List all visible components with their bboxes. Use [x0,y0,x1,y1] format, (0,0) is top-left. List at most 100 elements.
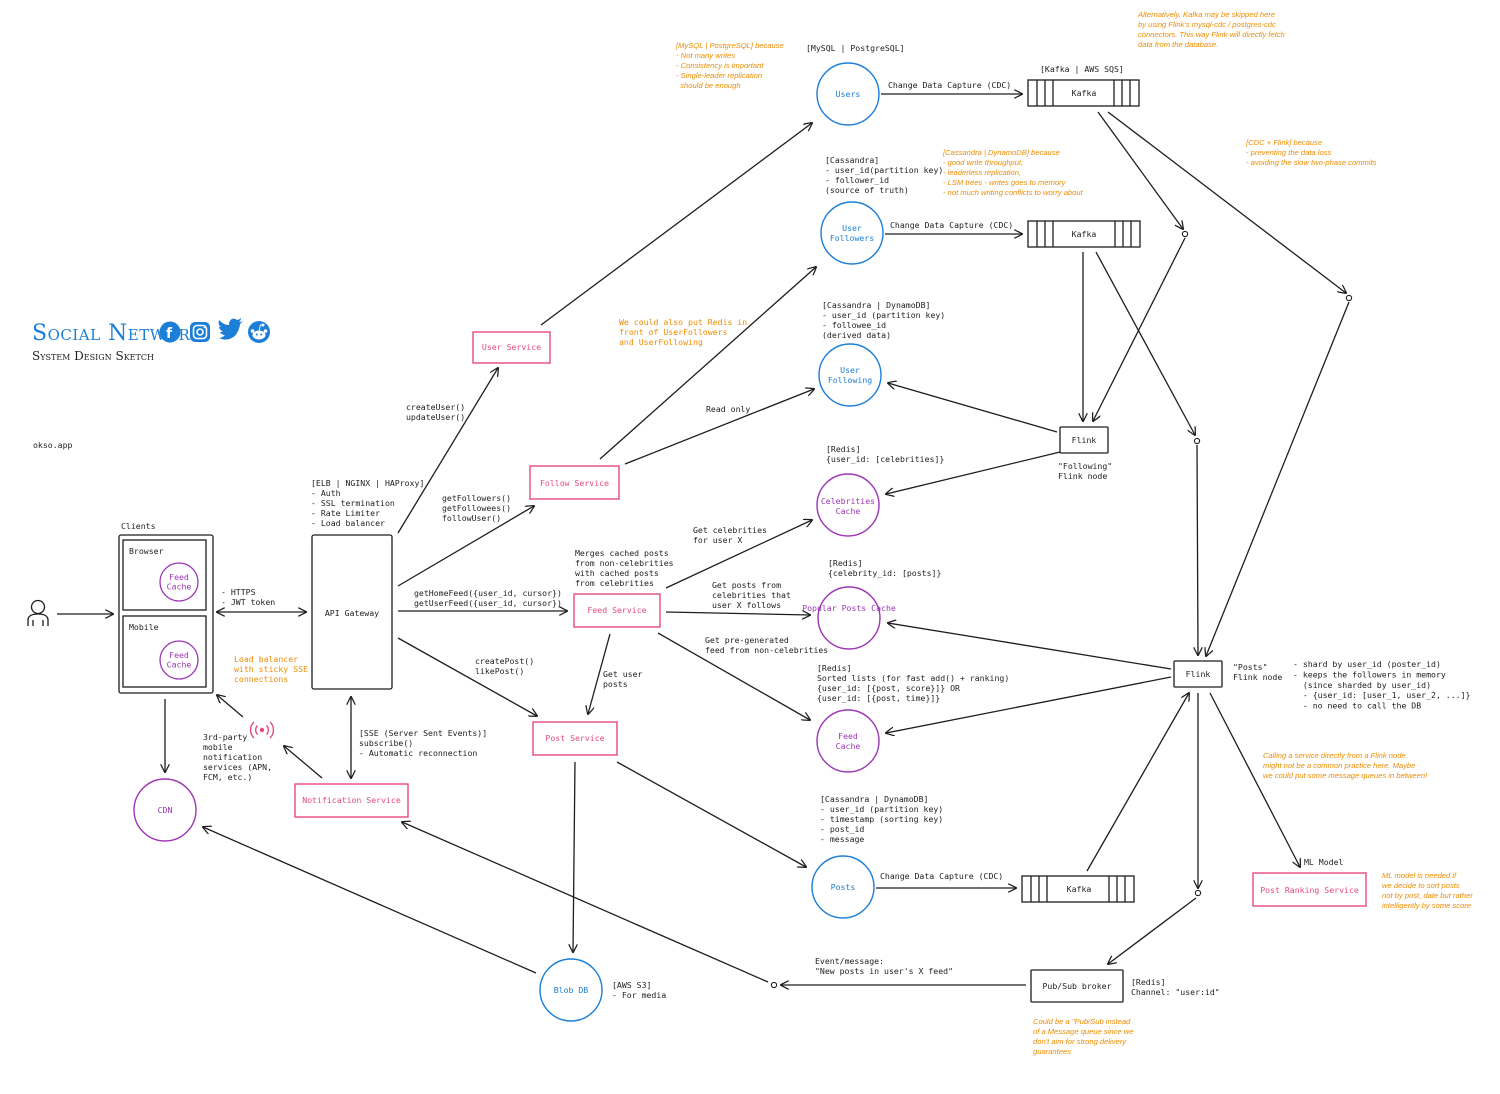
posts-db-node[interactable] [811,855,875,919]
ml-model-label: ML Model [1304,857,1344,867]
following-config: [Cassandra | DynamoDB]- user_id (partiti… [822,300,945,340]
text-line: updateUser() [406,412,465,422]
posts-flink-label: Flink [1186,669,1211,679]
connector-edges [57,94,1350,985]
text-line: likePost() [475,666,524,676]
follow-service-box[interactable] [529,465,620,500]
text-line: - For media [612,990,666,1000]
user-followers-db-node[interactable] [820,201,884,265]
feed-service-box[interactable] [573,593,661,628]
posts-flink-node-label: "Posts"Flink node [1233,662,1282,682]
text-line: - Rate Limiter [311,508,380,518]
text-line: Sorted lists (for fast add() + ranking) [817,673,1009,683]
pubsub-broker-label: Pub/Sub broker [1042,981,1111,991]
post-service-box[interactable] [532,721,618,756]
text-line: with cached posts [575,568,659,578]
create-update-user-label: createUser()updateUser() [406,402,465,422]
text-line: getHomeFeed({user_id, cursor}) [414,588,562,598]
celebrities-config: [Redis]{user_id: [celebrities]} [826,444,944,464]
text-line: - user_id(partition key) [825,165,943,175]
pubsub-broker-box[interactable] [1030,969,1124,1003]
kafka-queue-posts[interactable] [1021,875,1135,903]
post-ranking-service-box[interactable] [1252,872,1367,907]
text-line: Feed [169,572,189,582]
kafka-config: [Kafka | AWS SQS] [1040,64,1124,74]
text-line: - Single-leader replication [676,71,762,80]
junction-dot [770,981,778,989]
kafka-queue-followers[interactable] [1027,220,1141,248]
browser-box [122,539,207,611]
blob-db-config: [AWS S3]- For media [612,980,666,1000]
text-line: "New posts in user's X feed" [815,966,953,976]
direct-call-note: Calling a service directly from a Flink … [1263,751,1428,780]
followers-note: [Cassandra | DynamoDB] because- good wri… [942,148,1084,197]
popular-config: [Redis]{celebrity_id: [posts]} [828,558,941,578]
text-line: - Not many writes [676,51,735,60]
text-line: - JWT token [221,597,275,607]
notification-service-box[interactable] [294,783,409,818]
text-line: - no need to call the DB [1293,701,1421,711]
text-line: Calling a service directly from a Flink … [1263,751,1406,760]
celebrities-cache-node[interactable] [816,473,880,537]
user-service-box[interactable] [472,331,551,364]
instagram-icon [190,322,210,342]
post-calls-label: createPost()likePost() [475,656,534,676]
api-gateway-label: API Gateway [325,608,379,618]
text-line: - not much writing conflicts to worry ab… [943,188,1084,197]
text-line: user X follows [712,600,781,610]
text-line: - avoiding the slow two-phase commits [1246,158,1377,167]
browser-feed-cache [159,562,199,602]
text-line: from celebrities [575,578,654,588]
following-flink-box[interactable] [1059,426,1109,454]
text-line: Feed [169,650,189,660]
broadcast-icon [249,721,275,739]
text-line: {user_id: [{post, score}]} OR [817,683,960,693]
following-flink-node-label: "Following"Flink node [1058,461,1112,481]
twitter-icon [218,318,243,340]
feed-service-label: Feed Service [587,605,646,615]
feed-cache-node[interactable] [816,709,880,773]
text-line: - Auth [311,488,341,498]
text-line: ML model is needed if [1382,871,1457,880]
text-line: of a Message queue since we [1033,1027,1133,1036]
text-line: [MySQL | PostgreSQL] because [675,41,784,50]
text-line: [Cassandra | DynamoDB] [822,300,930,310]
text-line: Channel: "user:id" [1131,987,1220,997]
text-line: Load balancer [234,654,298,664]
text-line: - Automatic reconnection [359,748,477,758]
cdn-node[interactable] [133,778,197,842]
text-line: Followers [830,233,874,243]
posts-flink-box[interactable] [1173,660,1223,688]
junction-dot [1345,294,1353,302]
text-line: celebrities that [712,590,791,600]
api-gateway-box[interactable] [311,534,393,690]
text-line: intelligently by some score [1382,901,1471,910]
text-line: services (APN, [203,762,272,772]
facebook-icon: f [159,321,181,343]
mobile-feed-cache [159,640,199,680]
popular-posts-cache-node[interactable] [817,586,881,650]
posts-db-label: Posts [831,882,856,892]
text-line: from non-celebrities [575,558,674,568]
browser-label: Browser [129,546,164,556]
kafka-queue-users[interactable] [1027,79,1140,107]
blob-db-node[interactable] [539,958,603,1022]
users-db-node[interactable] [816,62,880,126]
post-ranking-service-label: Post Ranking Service [1260,885,1359,895]
text-line: data from the database. [1138,40,1218,49]
text-line: Following [828,375,872,385]
clients-label: Clients [121,521,156,531]
text-line: connectors. This way Flink will directly… [1138,30,1285,39]
cdc-flink-note: [CDC + Flink] because- preventing the da… [1245,138,1377,167]
user-following-db-node[interactable] [818,343,882,407]
kafka-posts-label: Kafka [1067,884,1092,894]
text-line: [Redis] [817,663,852,673]
